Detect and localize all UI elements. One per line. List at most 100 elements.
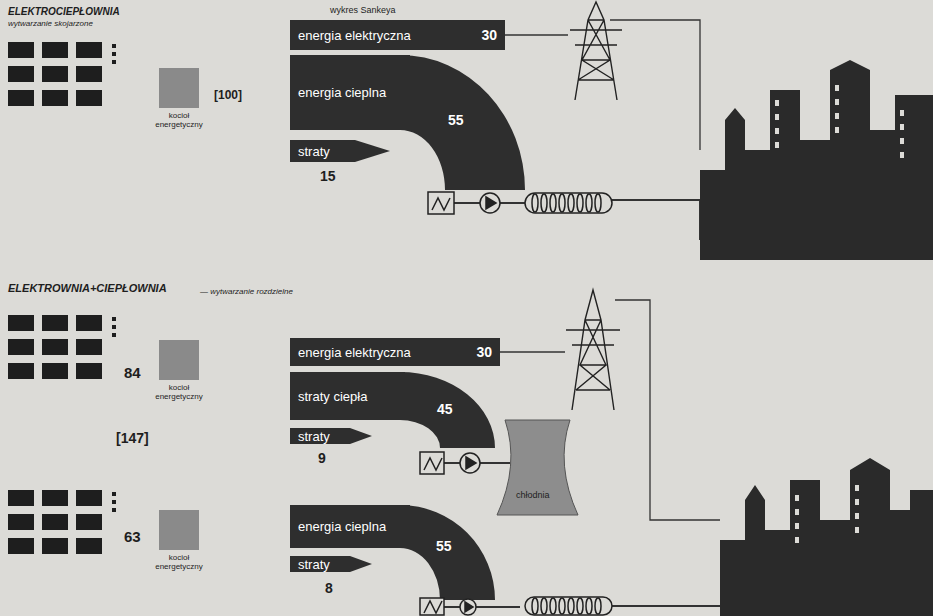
coil-turn	[595, 194, 601, 212]
window	[835, 127, 839, 133]
wagon	[76, 514, 102, 530]
window	[795, 523, 799, 529]
wagon	[8, 490, 34, 506]
wagon	[8, 42, 34, 58]
caption-label: chłodnia	[516, 490, 550, 500]
coil-turn	[541, 598, 547, 614]
wagon	[42, 66, 68, 82]
wagon	[8, 315, 34, 331]
wagon	[8, 90, 34, 106]
node-label: straty	[298, 144, 330, 159]
coil-turn	[595, 598, 601, 614]
wagon	[76, 42, 102, 58]
caption-label: — wytwarzanie rozdzielne	[200, 287, 293, 296]
coil-turn	[586, 194, 592, 212]
pylon	[566, 2, 622, 410]
node-value: 30	[481, 27, 497, 43]
wagon	[42, 363, 68, 379]
value-number: [100]	[214, 88, 242, 102]
fuel-wagons	[8, 42, 116, 554]
window	[900, 124, 904, 130]
dot	[112, 333, 116, 337]
window	[855, 485, 859, 491]
value-number: 15	[320, 168, 336, 184]
coil-turn	[532, 194, 538, 212]
node-label: kocioł energetyczny	[150, 383, 208, 401]
coil-turn	[577, 194, 583, 212]
caption-label: ELEKTROCIEPŁOWNIA	[8, 6, 120, 17]
wagon	[76, 66, 102, 82]
sankey-band: energia cieplna	[290, 55, 410, 130]
caption-label: wytwarzanie skojarzone	[8, 19, 93, 28]
wagon	[8, 514, 34, 530]
windows	[775, 85, 904, 543]
window	[900, 110, 904, 116]
node-label: straty	[298, 429, 330, 444]
window	[835, 85, 839, 91]
value-number: 63	[124, 528, 141, 545]
coil-turn	[577, 598, 583, 614]
node-label: straty	[298, 557, 330, 572]
dot	[112, 44, 116, 48]
dot	[112, 60, 116, 64]
wagon	[42, 514, 68, 530]
window	[835, 113, 839, 119]
window	[775, 128, 779, 134]
window	[855, 513, 859, 519]
dot	[112, 317, 116, 321]
value-number: [147]	[116, 430, 149, 446]
node-label: energia elektryczna	[298, 345, 411, 360]
value-number: 55	[448, 112, 464, 128]
pump	[460, 193, 500, 615]
boiler-box: kocioł energetyczny	[150, 340, 208, 401]
coil-turn	[568, 194, 574, 212]
value-number: 84	[124, 364, 141, 381]
wagon	[76, 339, 102, 355]
heat-exchanger	[420, 192, 454, 615]
sankey-band: straty	[290, 428, 350, 444]
node-label: straty ciepła	[298, 389, 367, 404]
window	[795, 495, 799, 501]
window	[835, 99, 839, 105]
boiler-square	[159, 510, 199, 550]
wagon	[8, 339, 34, 355]
window	[900, 138, 904, 144]
window	[795, 509, 799, 515]
coil-turn	[541, 194, 547, 212]
sankey-band: straty	[290, 140, 355, 162]
window	[775, 114, 779, 120]
node-label: kocioł energetyczny	[150, 553, 208, 571]
window	[855, 527, 859, 533]
value-number: 55	[436, 538, 452, 554]
dot	[112, 492, 116, 496]
coil-turn	[586, 598, 592, 614]
wagon	[42, 538, 68, 554]
wagon	[42, 339, 68, 355]
value-number: 9	[318, 450, 326, 466]
window	[775, 100, 779, 106]
cooling-tower	[497, 420, 578, 515]
sankey-band: energia cieplna	[290, 505, 410, 548]
wagon	[76, 538, 102, 554]
sankey-curves	[290, 55, 525, 600]
node-label: energia cieplna	[298, 519, 386, 534]
value-number: 45	[437, 401, 453, 417]
caption-label: ELEKTROWNIA+CIEPŁOWNIA	[8, 282, 167, 294]
coil-turn	[550, 598, 556, 614]
value-number: 8	[325, 580, 333, 596]
coil-turn	[559, 194, 565, 212]
window	[795, 537, 799, 543]
wagon	[42, 490, 68, 506]
dot	[112, 52, 116, 56]
sankey-band: straty	[290, 556, 350, 572]
boiler-square	[159, 68, 199, 108]
wagon	[42, 90, 68, 106]
wagon	[42, 42, 68, 58]
dot	[112, 508, 116, 512]
window	[775, 142, 779, 148]
sankey-band: straty ciepła	[290, 372, 405, 420]
window	[855, 499, 859, 505]
pipes	[444, 200, 720, 607]
node-value: 30	[476, 344, 492, 360]
